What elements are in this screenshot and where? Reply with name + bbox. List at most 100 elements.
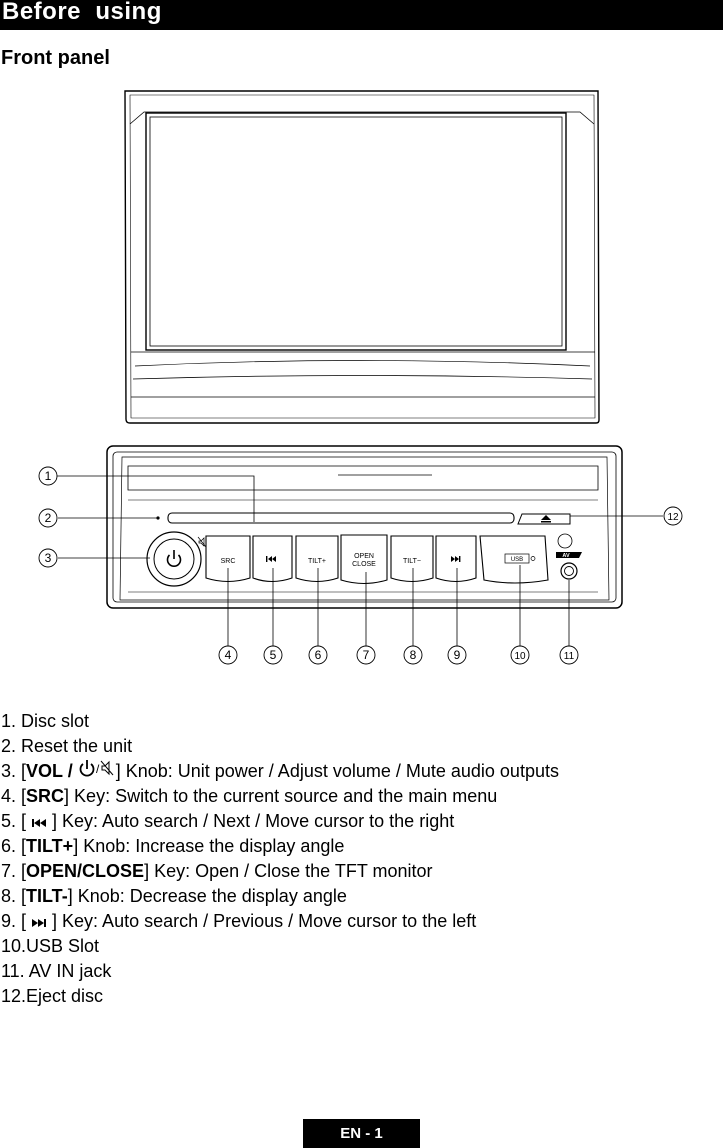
callout-9: 9	[454, 648, 461, 662]
section-title: Front panel	[1, 47, 110, 69]
usb-slot-cover[interactable]	[479, 535, 549, 584]
page-title: Before using	[2, 0, 162, 25]
callout-1: 1	[45, 469, 52, 483]
item-bracket: [	[21, 886, 27, 906]
item-text: ] Knob: Increase the display angle	[73, 836, 345, 856]
callout-10: 10	[514, 651, 526, 662]
skip-forward-icon	[451, 556, 461, 562]
item-text: Reset the unit	[21, 736, 133, 756]
item-number: 3.	[1, 761, 22, 781]
disc-slot[interactable]	[167, 512, 515, 524]
vol-power-knob[interactable]	[146, 531, 202, 587]
item-number: 6.	[1, 836, 22, 856]
tilt-minus-label: TILT−	[403, 558, 421, 565]
callout-3: 3	[45, 551, 52, 565]
callout-6: 6	[315, 648, 322, 662]
list-item: 2. Reset the unit	[1, 734, 559, 759]
src-label: SRC	[221, 558, 236, 565]
svg-text:AV: AV	[562, 553, 570, 559]
list-item: 11. AV IN jack	[1, 959, 559, 984]
item-key: VOL /	[26, 761, 78, 781]
item-number: 1.	[1, 711, 22, 731]
callout-7: 7	[363, 648, 370, 662]
callout-numbers: 1 2 3 4 5 6 7 8 9 10 11 12	[45, 469, 679, 662]
item-text: ] Knob: Unit power / Adjust volume / Mut…	[115, 761, 559, 781]
item-text: AV IN jack	[28, 961, 112, 981]
item-number: 7.	[1, 861, 22, 881]
item-key: OPEN/CLOSE	[26, 861, 145, 881]
callout-12: 12	[667, 512, 679, 523]
av-in-jack[interactable]	[560, 562, 578, 580]
callout-8: 8	[410, 648, 417, 662]
tilt-minus-button[interactable]	[390, 535, 434, 583]
skip-back-icon	[32, 819, 47, 827]
list-item: 3. [VOL / / ] Knob: Unit power / Adjust …	[1, 759, 559, 784]
tilt-plus-button[interactable]	[295, 535, 339, 583]
skip-forward-button[interactable]	[435, 535, 477, 583]
item-key: SRC	[26, 786, 65, 806]
power-icon	[166, 550, 182, 567]
item-text: Disc slot	[21, 711, 90, 731]
item-number: 4.	[1, 786, 22, 806]
skip-back-button[interactable]	[252, 535, 293, 583]
callout-11: 11	[564, 651, 575, 662]
skip-forward-icon	[32, 919, 47, 927]
open-label: OPEN	[354, 553, 374, 560]
item-key: TILT+	[26, 836, 74, 856]
item-bracket: [	[21, 911, 32, 931]
open-close-button[interactable]	[340, 534, 388, 585]
item-number: 2.	[1, 736, 22, 756]
av-logo-icon: AV	[556, 552, 582, 559]
list-item: 7. [OPEN/CLOSE] Key: Open / Close the TF…	[1, 859, 559, 884]
header-bar: Before using	[0, 0, 723, 30]
list-item: 1. Disc slot	[1, 709, 559, 734]
src-button[interactable]	[205, 535, 251, 583]
list-item: 9. [ ] Key: Auto search / Previous / Mov…	[1, 909, 559, 934]
item-number: 9.	[1, 911, 22, 931]
front-panel-diagram: SRC TILT+ OPEN CLOSE TILT− USB AV	[38, 90, 683, 665]
callout-4: 4	[225, 648, 232, 662]
item-text: ] Key: Open / Close the TFT monitor	[144, 861, 433, 881]
list-item: 12.Eject disc	[1, 984, 559, 1009]
eject-button[interactable]	[517, 513, 571, 525]
page-number-badge: EN - 1	[303, 1119, 420, 1148]
item-bracket: [	[21, 836, 27, 856]
item-bracket: [	[21, 761, 27, 781]
callout-markers	[38, 466, 683, 665]
list-item: 4. [SRC] Key: Switch to the current sour…	[1, 784, 559, 809]
item-text: ] Key: Auto search / Next / Move cursor …	[47, 811, 455, 831]
item-number: 12.	[1, 986, 27, 1006]
item-number: 11.	[1, 961, 29, 981]
item-text: Eject disc	[26, 986, 104, 1006]
eject-icon	[541, 515, 551, 520]
power-mute-icon: /	[79, 760, 114, 777]
item-bracket: [	[21, 786, 27, 806]
item-text: USB Slot	[26, 936, 100, 956]
svg-text:USB: USB	[511, 557, 523, 563]
item-list: 1. Disc slot 2. Reset the unit 3. [VOL /…	[1, 709, 559, 1009]
item-key: TILT-	[26, 886, 68, 906]
item-text: ] Key: Auto search / Previous / Move cur…	[47, 911, 477, 931]
indicator-led	[557, 533, 573, 549]
page-number: EN - 1	[340, 1125, 383, 1142]
item-number: 8.	[1, 886, 22, 906]
item-bracket: [	[21, 861, 27, 881]
tilt-plus-label: TILT+	[308, 558, 326, 565]
callout-2: 2	[45, 511, 52, 525]
item-text: ] Knob: Decrease the display angle	[67, 886, 347, 906]
list-item: 6. [TILT+] Knob: Increase the display an…	[1, 834, 559, 859]
tft-monitor	[124, 90, 600, 424]
mute-icon	[197, 536, 207, 548]
list-item: 5. [ ] Key: Auto search / Next / Move cu…	[1, 809, 559, 834]
svg-text:/: /	[96, 762, 100, 776]
item-number: 5.	[1, 811, 22, 831]
list-item: 10.USB Slot	[1, 934, 559, 959]
item-bracket: [	[21, 811, 32, 831]
list-item: 8. [TILT-] Knob: Decrease the display an…	[1, 884, 559, 909]
skip-back-icon	[266, 556, 276, 562]
item-text: ] Key: Switch to the current source and …	[64, 786, 498, 806]
close-label: CLOSE	[352, 561, 376, 568]
callout-5: 5	[270, 648, 277, 662]
leader-lines	[57, 475, 663, 646]
item-number: 10.	[1, 936, 27, 956]
